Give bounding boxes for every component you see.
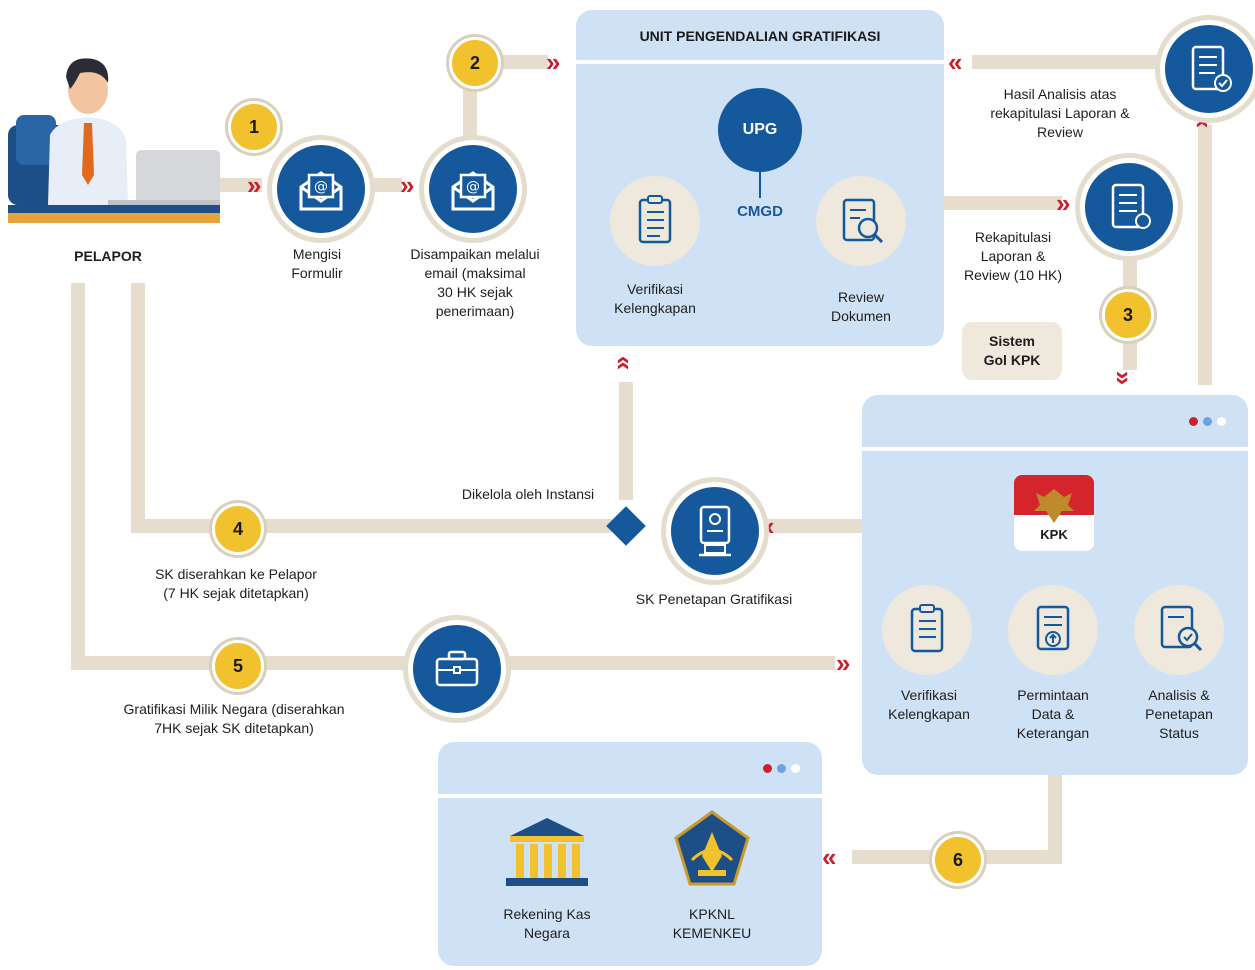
kpknl-label: KPKNL KEMENKEU: [672, 906, 752, 941]
chevron-right-icon: »: [400, 170, 415, 200]
report-recap-icon: [1080, 158, 1178, 256]
svg-text:@: @: [466, 179, 480, 195]
recap-label: Rekapitulasi Laporan & Review (10 HK): [963, 229, 1063, 283]
step-badge-2: 2: [449, 37, 501, 89]
decision-diamond: [606, 506, 646, 546]
kemenkeu-logo: [674, 810, 750, 893]
chevron-left-icon: «: [822, 842, 837, 872]
document-upload-icon: [1008, 585, 1098, 675]
upg-panel-title: UNIT PENGENDALIAN GRATIFIKASI: [639, 28, 881, 44]
upg-panel: UNIT PENGENDALIAN GRATIFIKASI UPG CMGD V…: [576, 10, 944, 346]
rekening-label: Rekening Kas Negara: [503, 906, 591, 941]
kpk-logo-text: KPK: [1040, 527, 1068, 542]
state-property-label: Gratifikasi Milik Negara (diserahkan 7HK…: [123, 701, 345, 736]
sk-decision-label: SK Penetapan Gratifikasi: [635, 591, 793, 607]
pelapor-illustration: [8, 55, 220, 225]
window-dots: [763, 764, 800, 773]
analysis-result-icon: [1160, 20, 1255, 118]
pelapor-label: PELAPOR: [74, 248, 142, 264]
sk-to-reporter-label: SK diserahkan ke Pelapor (7 HK sejak dit…: [155, 566, 317, 601]
sk-decision-icon: [666, 482, 764, 580]
document-analysis-icon: [1134, 585, 1224, 675]
analysis-result-label: Hasil Analisis atas rekapitulasi Laporan…: [990, 86, 1130, 140]
upg-review-label: Review Dokumen: [831, 289, 891, 324]
kpk-panel: KPK Verifikasi Kelengkapan Permintaan Da…: [862, 395, 1248, 775]
chevron-down-icon: »: [1109, 370, 1140, 386]
step-badge-6: 6: [932, 834, 984, 886]
system-badge: Sistem Gol KPK: [962, 322, 1062, 380]
kpk-analysis-label: Analisis & Penetapan Status: [1145, 687, 1213, 741]
kpk-request-label: Permintaan Data & Keterangan: [1016, 687, 1090, 741]
svg-text:@: @: [314, 179, 328, 195]
email-label: Disampaikan melalui email (maksimal 30 H…: [410, 246, 540, 319]
step-badge-1: 1: [228, 101, 280, 153]
chevron-right-icon: »: [247, 170, 262, 200]
bank-icon: [502, 814, 592, 899]
chevron-right-icon: »: [836, 648, 851, 678]
briefcase-icon: [408, 620, 506, 718]
chevron-right-icon: »: [546, 47, 561, 77]
step-badge-3: 3: [1102, 289, 1154, 341]
email-send-icon: @: [424, 140, 522, 238]
kpk-logo: KPK: [1014, 475, 1094, 551]
checklist-icon: [882, 585, 972, 675]
window-dots: [1189, 417, 1226, 426]
treasury-panel: Rekening Kas Negara KPKNL KEMENKEU: [438, 742, 822, 966]
managed-by-label: Dikelola oleh Instansi: [461, 486, 595, 502]
step-badge-5: 5: [212, 640, 264, 692]
cmgd-label: CMGD: [737, 203, 783, 220]
upg-verify-label: Verifikasi Kelengkapan: [614, 281, 696, 316]
step-badge-4: 4: [212, 503, 264, 555]
checklist-icon: [610, 176, 700, 266]
chevron-right-icon: »: [1056, 188, 1071, 218]
upg-circle: UPG: [718, 88, 802, 172]
kpk-verify-label: Verifikasi Kelengkapan: [888, 687, 970, 722]
email-form-icon: @: [272, 140, 370, 238]
chevron-left-icon: «: [948, 47, 963, 77]
upg-label: UPG: [742, 121, 778, 138]
chevron-up-icon: »: [606, 355, 637, 371]
fill-form-label: Mengisi Formulir: [291, 246, 343, 281]
document-search-icon: [816, 176, 906, 266]
